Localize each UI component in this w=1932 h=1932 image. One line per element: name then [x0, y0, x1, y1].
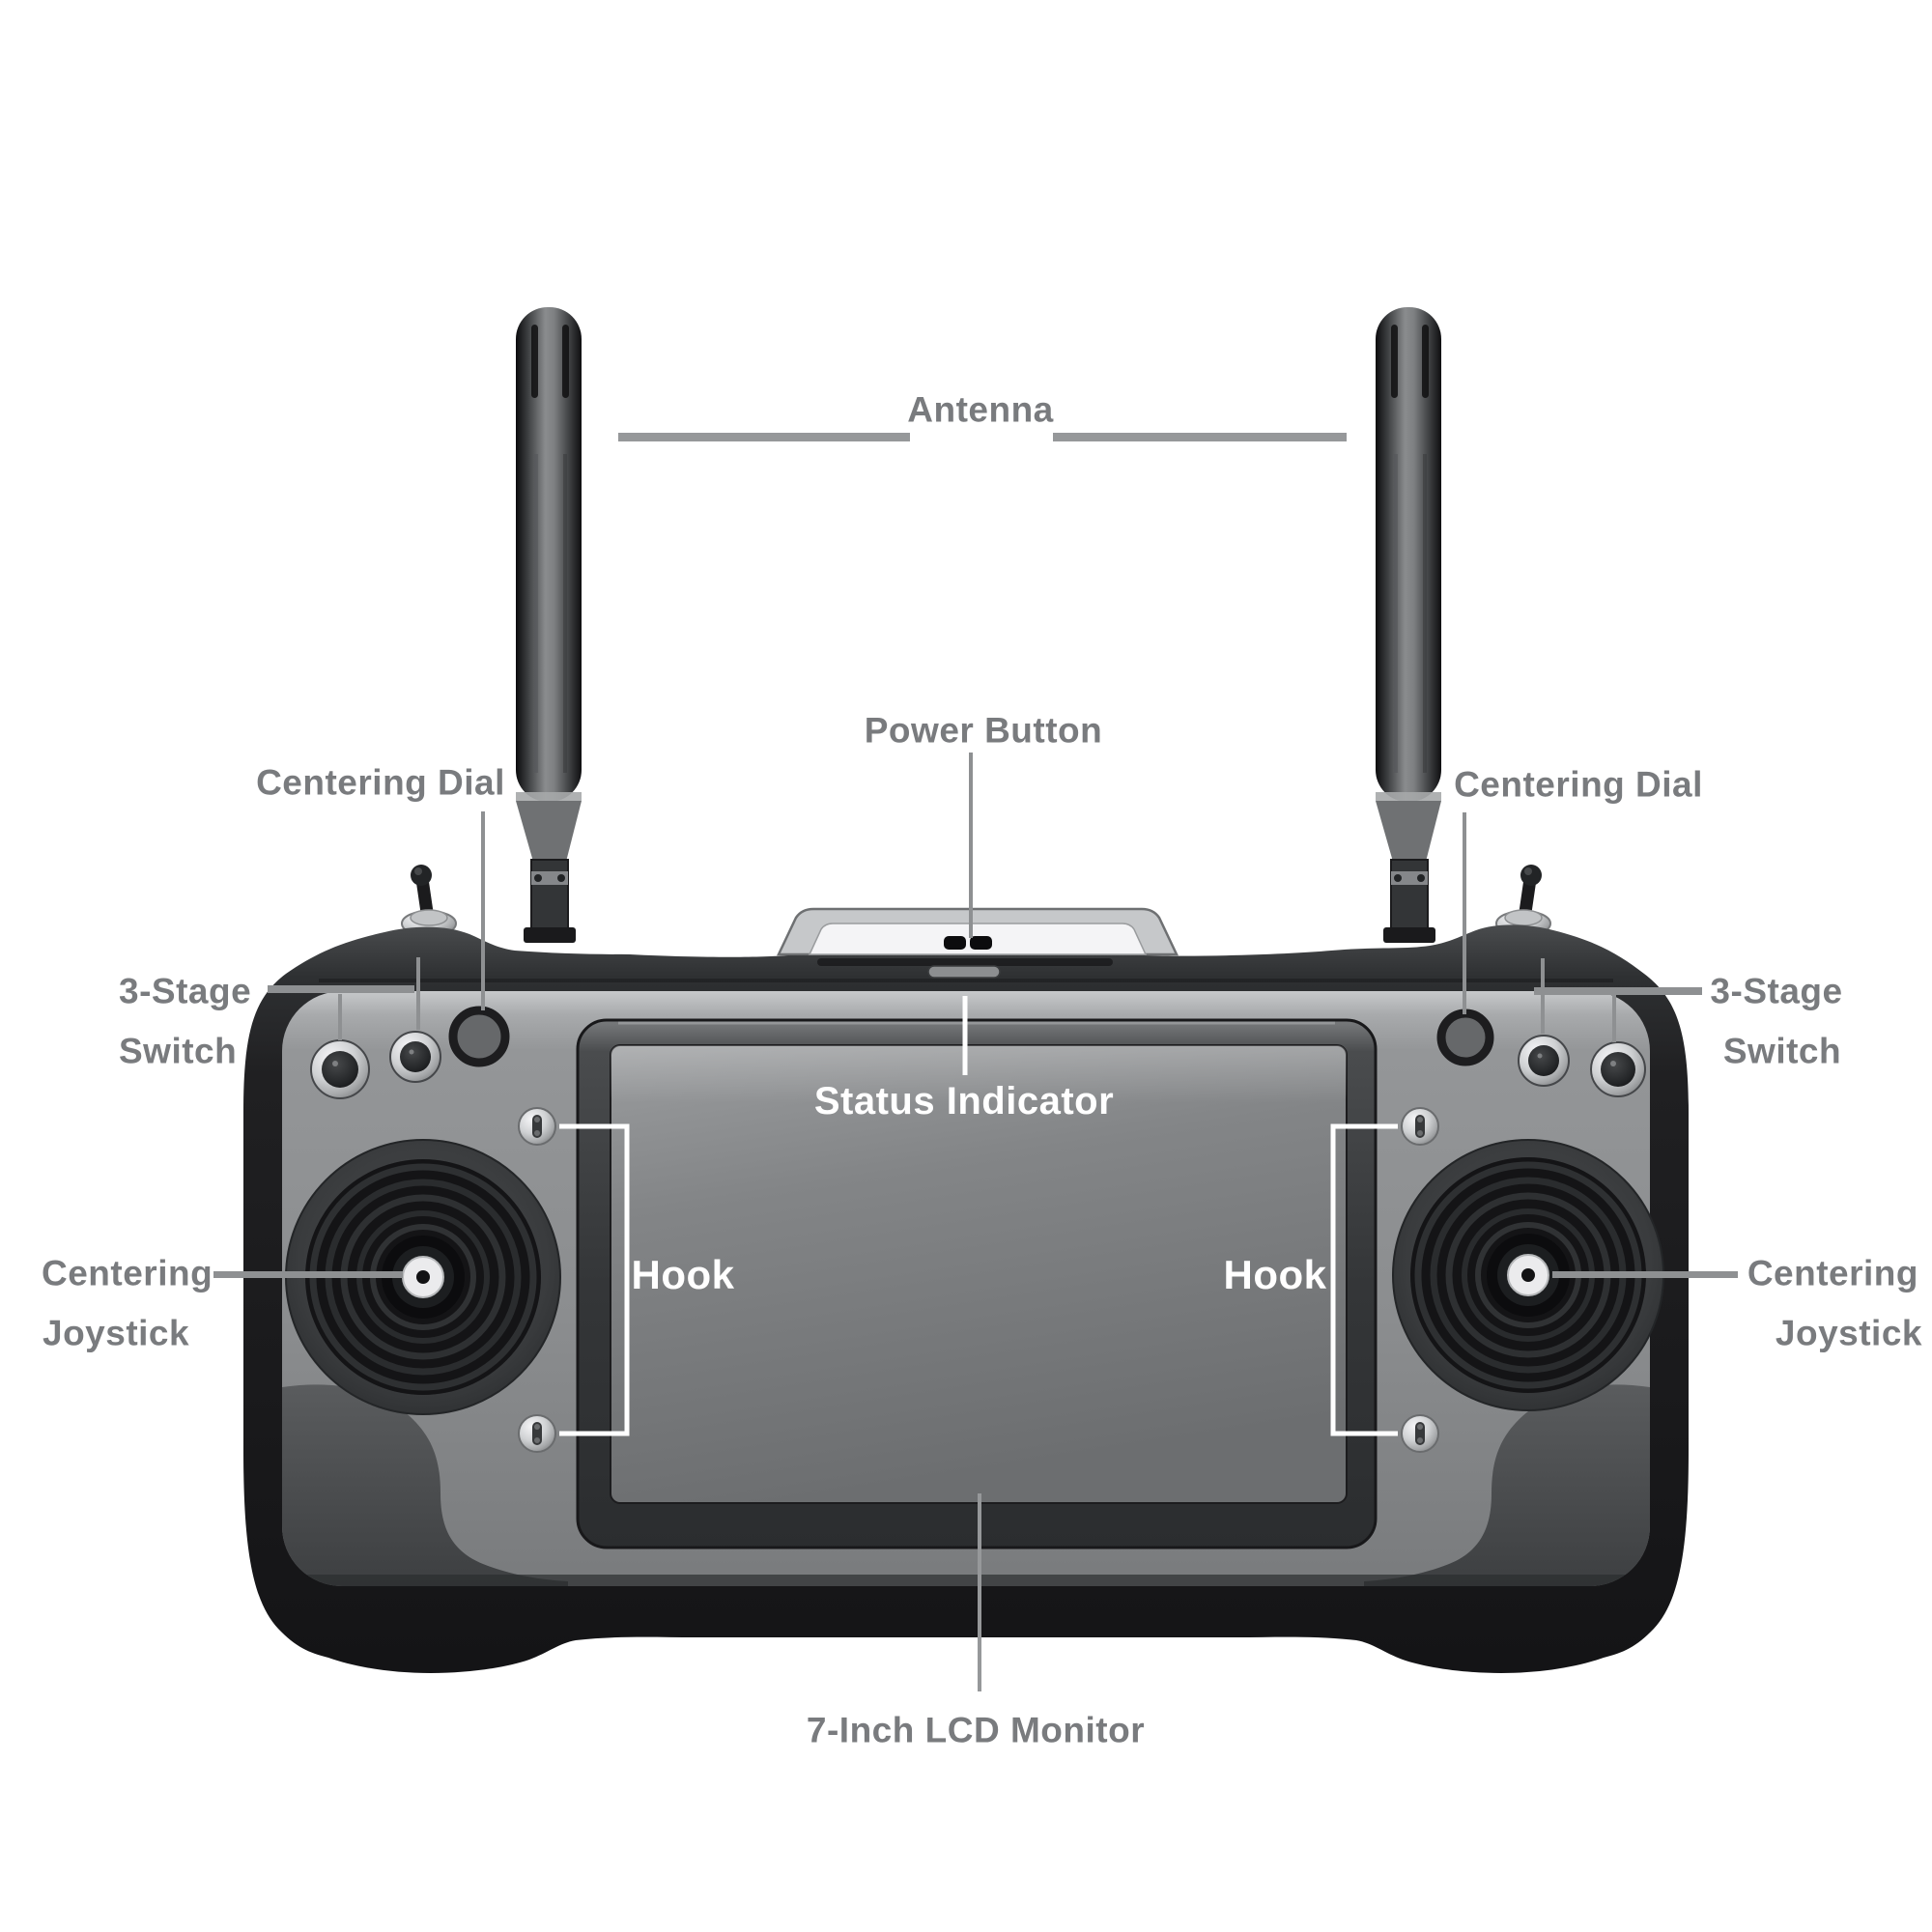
joystick-right [1392, 1139, 1664, 1411]
hook-screw-top-right [1401, 1107, 1439, 1146]
label-power-button: Power Button [864, 710, 1103, 751]
antenna-leader-left [618, 433, 910, 441]
hook-bracket-right [1330, 1123, 1398, 1436]
hook-screw-bottom-left [518, 1414, 556, 1453]
antenna-right-slot [1391, 325, 1398, 398]
label-stage-switch-right-line2: Switch [1722, 1031, 1842, 1071]
stage-switch-leader-left [268, 985, 414, 993]
antenna-right-slot [1422, 325, 1429, 398]
dial-knob-left-inner [389, 1031, 441, 1083]
label-stage-switch-left-line1: 3-Stage [119, 971, 252, 1011]
power-button [944, 936, 992, 950]
label-hook-left: Hook [631, 1252, 735, 1297]
joystick-leader-right [1552, 1271, 1738, 1278]
hook-bracket-left [559, 1123, 630, 1436]
toggle-switch-left [401, 865, 457, 937]
label-lcd-monitor: 7-Inch LCD Monitor [806, 1710, 1146, 1750]
label-centering-joystick-right-line2: Joystick [1775, 1313, 1922, 1353]
antenna-right-rod [1376, 307, 1441, 802]
status-indicator-light [927, 965, 1001, 979]
hook-screw-top-left [518, 1107, 556, 1146]
centering-dial-button-right [1436, 1009, 1494, 1066]
label-centering-joystick-left-line2: Joystick [43, 1313, 190, 1353]
joystick-leader-left [213, 1271, 403, 1278]
label-status-indicator: Status Indicator [813, 1080, 1115, 1122]
stage-switch-leader-right [1534, 987, 1702, 995]
dial-knob-right-inner [1518, 1035, 1570, 1087]
label-antenna: Antenna [907, 389, 1054, 430]
antenna-right [1376, 307, 1441, 943]
label-stage-switch-left-line2: Switch [119, 1031, 238, 1071]
dial-knob-left-outer [310, 1039, 370, 1099]
antenna-left-rod [516, 307, 582, 802]
dial-knob-right-outer [1590, 1041, 1646, 1097]
antenna-left-slot [562, 325, 569, 398]
antenna-right-taper [1376, 801, 1441, 862]
antenna-left [516, 307, 582, 943]
label-centering-dial-left: Centering Dial [256, 762, 505, 803]
label-centering-joystick-right-line1: Centering [1747, 1253, 1918, 1293]
label-centering-dial-right: Centering Dial [1454, 764, 1703, 805]
label-stage-switch-right-line1: 3-Stage [1710, 971, 1843, 1011]
top-groove [817, 958, 1113, 966]
antenna-left-taper [516, 801, 582, 862]
grip-zone-right [1364, 1384, 1650, 1586]
antenna-left-slot [531, 325, 538, 398]
hook-screw-bottom-right [1401, 1414, 1439, 1453]
label-hook-right: Hook [1223, 1252, 1327, 1297]
label-centering-joystick-left-line1: Centering [42, 1253, 213, 1293]
centering-dial-button-left [448, 1006, 510, 1067]
grip-zone-left [282, 1384, 568, 1586]
antenna-leader-right [1053, 433, 1347, 441]
